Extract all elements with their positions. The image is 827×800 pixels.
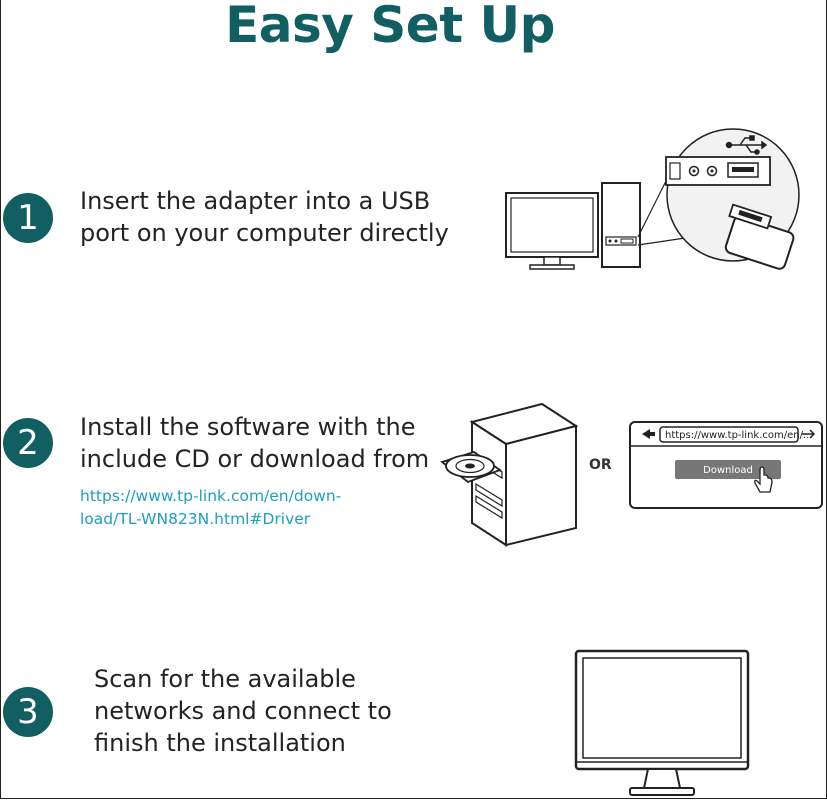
step-3-line: finish the installation xyxy=(94,729,346,757)
step-3-number: 3 xyxy=(3,687,53,737)
step-3-text: Scan for the available networks and conn… xyxy=(94,663,392,759)
step-2-number: 2 xyxy=(3,418,53,468)
back-arrow-icon xyxy=(642,429,655,439)
page-title: Easy Set Up xyxy=(225,0,555,54)
step-3-line: networks and connect to xyxy=(94,697,392,725)
hand-cursor-icon xyxy=(754,466,773,493)
forward-arrow-icon xyxy=(802,429,816,439)
step-1-number: 1 xyxy=(3,193,53,243)
link-line[interactable]: https://www.tp-link.com/en/down- xyxy=(80,487,342,505)
step-2-line: include CD or download from xyxy=(80,445,430,473)
step-1-line: Insert the adapter into a USB xyxy=(80,187,431,215)
download-button-label[interactable]: Download xyxy=(703,465,753,476)
browser-illustration: https://www.tp-link.com/en/... Download xyxy=(629,421,823,509)
download-button[interactable] xyxy=(675,460,781,479)
monitor-illustration xyxy=(574,649,750,796)
cd-tower-illustration xyxy=(440,402,579,547)
step-1-text: Insert the adapter into a USB port on yo… xyxy=(80,185,449,249)
step-3-line: Scan for the available xyxy=(94,665,356,693)
computer-usb-illustration xyxy=(505,128,800,270)
or-label: OR xyxy=(589,457,612,473)
link-line[interactable]: load/TL-WN823N.html#Driver xyxy=(80,510,311,528)
driver-download-link[interactable]: https://www.tp-link.com/en/down- load/TL… xyxy=(80,485,341,531)
url-text: https://www.tp-link.com/en/... xyxy=(665,430,813,441)
step-1-line: port on your computer directly xyxy=(80,219,449,247)
step-2-text: Install the software with the include CD… xyxy=(80,411,429,475)
usb-icon xyxy=(725,135,768,155)
step-2-line: Install the software with the xyxy=(80,413,416,441)
